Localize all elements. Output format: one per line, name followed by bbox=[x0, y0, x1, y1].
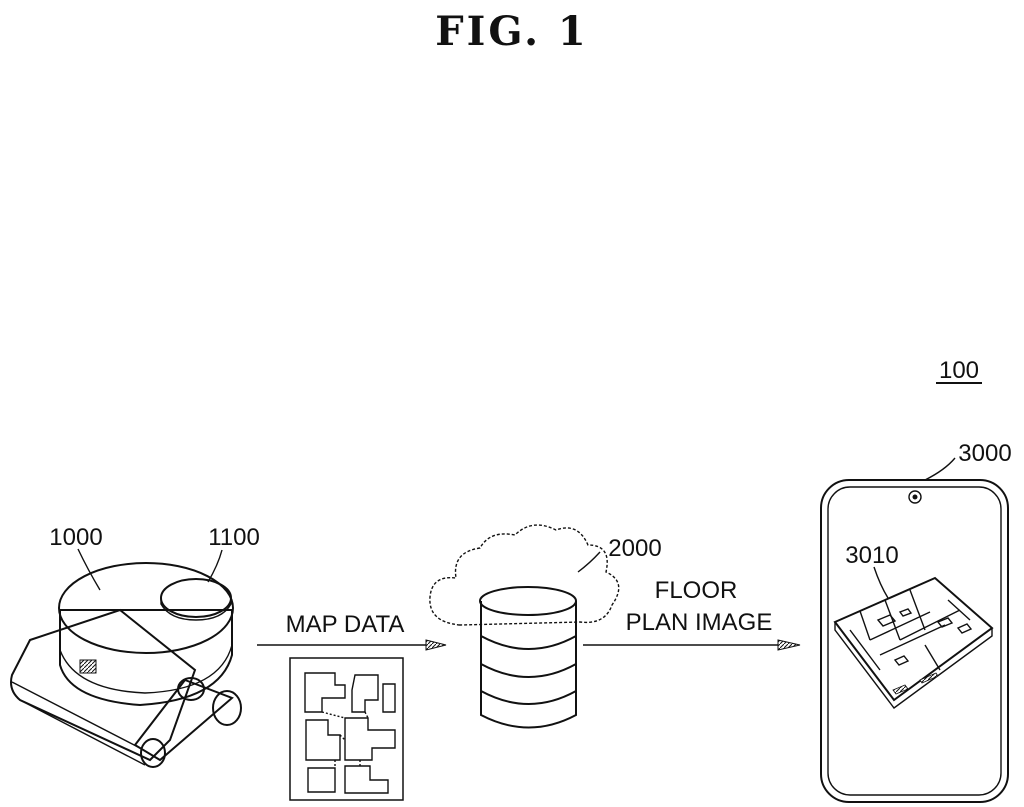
database-ring-3 bbox=[481, 691, 576, 704]
device-reference-number: 3000 bbox=[958, 440, 1011, 467]
robot-arm-end-left bbox=[141, 739, 165, 767]
map-sheet-border bbox=[290, 658, 403, 800]
robot-body-side bbox=[60, 610, 232, 705]
leader-line-1100 bbox=[208, 550, 222, 582]
database-ring-1 bbox=[481, 636, 576, 649]
leader-line-3000 bbox=[925, 458, 955, 480]
cloud-server bbox=[430, 525, 619, 727]
map-data-arrow-head bbox=[426, 640, 446, 650]
lidar-sensor bbox=[161, 579, 231, 617]
database-ring-2 bbox=[481, 664, 576, 677]
robot-body-top bbox=[59, 563, 233, 653]
map-data-label: MAP DATA bbox=[286, 611, 405, 638]
robot-base bbox=[11, 610, 195, 760]
camera-lens-icon bbox=[913, 495, 918, 500]
figure-title: FIG. 1 bbox=[435, 8, 589, 55]
floor-plan-label-line2: PLAN IMAGE bbox=[626, 609, 773, 636]
screen-image-reference-number: 3010 bbox=[845, 542, 898, 569]
floor-plan-slab-edge bbox=[835, 622, 992, 708]
floor-plan-arrow-head bbox=[778, 640, 800, 650]
floor-plan-furniture bbox=[878, 609, 971, 665]
server-reference-number: 2000 bbox=[608, 535, 661, 562]
sensor-reference-number: 1100 bbox=[208, 524, 260, 551]
floor-plan-3d-image bbox=[835, 578, 992, 708]
robot-cleaner bbox=[11, 549, 241, 767]
system-reference-number: 100 bbox=[939, 357, 979, 384]
cloud-outline bbox=[430, 525, 619, 625]
leader-line-1000 bbox=[78, 549, 100, 590]
map-data-sheet bbox=[290, 658, 403, 800]
user-device bbox=[821, 458, 1008, 802]
leader-line-3010 bbox=[874, 567, 888, 598]
robot-base-edge bbox=[12, 682, 145, 765]
robot-reference-number: 1000 bbox=[49, 524, 102, 551]
floor-plan-label-line1: FLOOR bbox=[655, 577, 738, 604]
robot-sensor-window bbox=[80, 660, 96, 673]
